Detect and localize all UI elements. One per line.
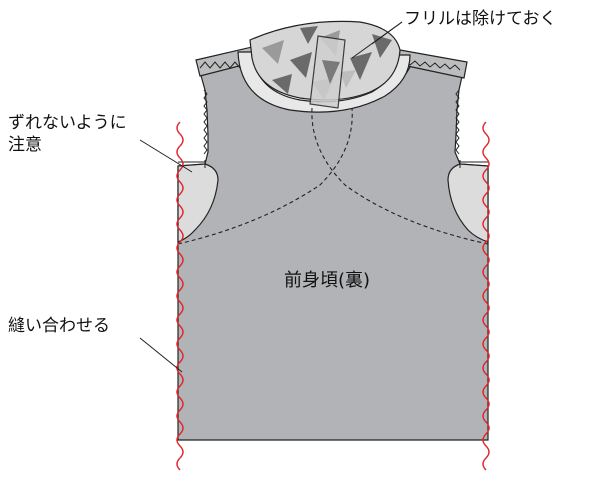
dashed-curve-right bbox=[311, 107, 489, 245]
dashed-curve-left bbox=[177, 107, 353, 245]
piece-name-label: 前身頃(裏) bbox=[284, 270, 371, 291]
align-note-label-line1: ずれないように bbox=[8, 113, 127, 133]
sew-note-label: 縫い合わせる bbox=[8, 316, 110, 336]
neck-band bbox=[237, 51, 411, 113]
right-step-line bbox=[459, 160, 488, 168]
left-seam-stitch bbox=[176, 121, 184, 471]
leader-align bbox=[139, 139, 193, 173]
align-note-label-line2: 注意 bbox=[8, 135, 42, 155]
front-bodice-panel bbox=[177, 61, 489, 441]
right-seam-stitch bbox=[482, 121, 490, 471]
left-side-zigzag bbox=[203, 89, 208, 155]
left-armhole-facing bbox=[177, 163, 219, 243]
ruffle-note-label: フリルは除けておく bbox=[404, 9, 557, 29]
right-side-zigzag bbox=[455, 89, 460, 155]
leader-sew bbox=[139, 337, 183, 373]
leader-ruffle-2 bbox=[371, 21, 403, 45]
right-armhole-facing bbox=[447, 163, 489, 243]
